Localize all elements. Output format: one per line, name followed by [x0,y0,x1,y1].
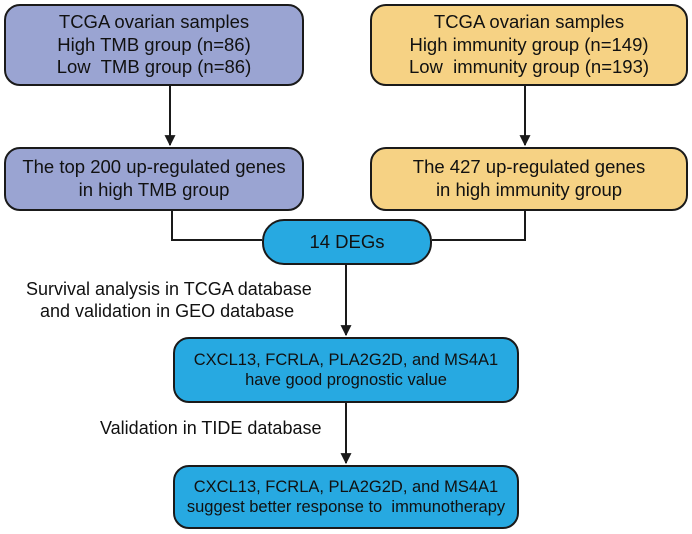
response-immunotherapy: suggest better response to immunotherapy [186,498,506,516]
prognostic-box: CXCL13, FCRLA, PLA2G2D, and MS4A1 have g… [173,337,519,403]
immunity-high-group: High immunity group (n=149) [409,33,649,55]
survival-step-label: Survival analysis in TCGA database and v… [26,279,312,323]
immunity-genes-line2: in high immunity group [435,179,623,200]
degs-label: 14 DEGs [309,230,385,252]
response-genes: CXCL13, FCRLA, PLA2G2D, and MS4A1 [193,477,499,496]
tmb-low-group: Low TMB group (n=86) [56,56,252,78]
tmb-samples-box: TCGA ovarian samples High TMB group (n=8… [4,4,304,86]
immunity-genes-line1: The 427 up-regulated genes [412,156,646,178]
immunity-low-group: Low immunity group (n=193) [408,56,650,78]
prognostic-value: have good prognostic value [245,371,447,389]
merge-line-immunity [432,211,526,241]
immunity-genes-box: The 427 up-regulated genes in high immun… [370,147,688,211]
tmb-genes-box: The top 200 up-regulated genes in high T… [4,147,304,211]
tmb-genes-line1: The top 200 up-regulated genes [22,156,286,178]
degs-box: 14 DEGs [262,219,432,265]
survival-step-line2: and validation in GEO database [40,300,295,321]
response-box: CXCL13, FCRLA, PLA2G2D, and MS4A1 sugges… [173,465,519,529]
immunity-samples-title: TCGA ovarian samples [433,11,625,33]
tmb-genes-line2: in high TMB group [78,179,230,200]
merge-line-tmb [171,211,262,241]
tmb-samples-title: TCGA ovarian samples [58,11,250,33]
prognostic-genes: CXCL13, FCRLA, PLA2G2D, and MS4A1 [193,350,499,369]
survival-step-line1: Survival analysis in TCGA database [26,279,312,299]
immunity-samples-box: TCGA ovarian samples High immunity group… [370,4,688,86]
tide-step-label: Validation in TIDE database [100,418,322,438]
tmb-high-group: High TMB group (n=86) [57,33,251,55]
